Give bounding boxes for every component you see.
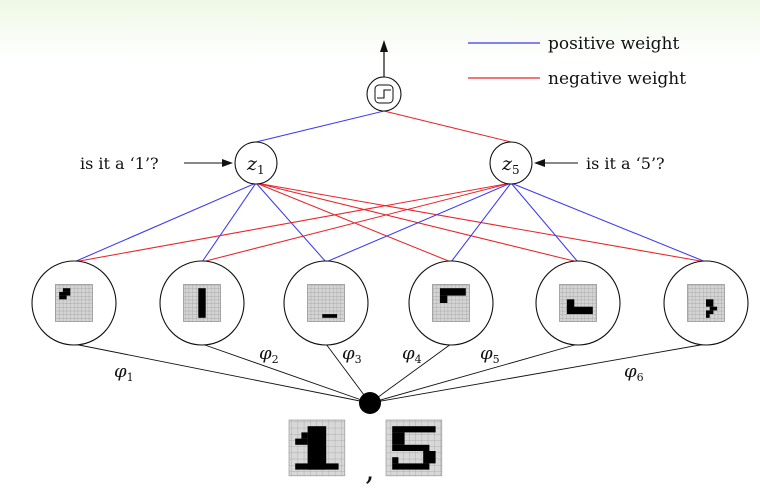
edge-z5-phi4	[450, 182, 512, 263]
annotation-z1-text: is it a ‘1’?	[80, 154, 159, 173]
phi-label-6: φ6	[624, 361, 644, 384]
feature-phi4	[408, 260, 494, 346]
edge-output-z5	[383, 110, 512, 143]
feature-phi1	[31, 260, 117, 346]
edge-input-phi4	[369, 343, 452, 404]
edge-z1-phi4	[255, 182, 452, 263]
legend-negative-label: negative weight	[548, 69, 686, 89]
phi-label-4: φ4	[402, 343, 422, 366]
legend: positive weight negative weight	[468, 34, 686, 89]
edge-z5-phi6	[510, 182, 707, 263]
edge-z1-phi5	[255, 182, 579, 263]
hidden-node-z5: z5	[489, 141, 533, 185]
vertical-bar-icon	[183, 284, 221, 322]
feature-phi2	[159, 260, 245, 346]
annotation-z5: is it a ‘5’?	[534, 154, 665, 173]
edge-z5-phi3	[325, 182, 512, 263]
bottom-left-corner-icon	[559, 284, 597, 322]
input-to-feature-edges	[73, 343, 707, 404]
input-node	[359, 392, 381, 414]
edge-input-phi2	[201, 343, 371, 404]
input-digit-1: 1	[288, 419, 346, 477]
z5-label: z5	[501, 153, 520, 177]
tick-stroke-icon	[55, 284, 93, 322]
phi-label-1: φ1	[114, 361, 134, 384]
hidden-layer-edges	[73, 182, 707, 263]
phi-label-3: φ3	[342, 343, 362, 366]
edge-z5-phi1	[73, 182, 512, 263]
feature-phi3	[283, 260, 369, 346]
edge-z5-phi2	[201, 182, 512, 263]
annotation-z5-text: is it a ‘5’?	[586, 154, 665, 173]
edge-input-phi6	[369, 343, 707, 404]
arrow-left-icon	[534, 159, 545, 167]
output-arrow	[380, 40, 388, 77]
edge-input-phi5	[369, 343, 579, 404]
edge-z1-phi1	[73, 182, 257, 263]
legend-positive-label: positive weight	[548, 34, 679, 54]
hidden-node-z1: z1	[234, 141, 278, 185]
input-digit-5: 5	[385, 419, 443, 477]
feature-phi6	[663, 260, 749, 346]
input-separator: ,	[365, 453, 375, 488]
edge-output-z1	[255, 110, 385, 143]
arrow-right-icon	[222, 159, 233, 167]
output-edges	[255, 110, 512, 143]
edge-z1-phi2	[201, 182, 257, 263]
z1-label: z1	[246, 153, 265, 177]
annotation-z1: is it a ‘1’?	[80, 154, 233, 173]
edge-input-phi1	[73, 343, 371, 404]
feature-layer	[31, 260, 749, 346]
underscore-icon	[307, 284, 345, 322]
input-digits: 15	[288, 419, 443, 477]
comma-stroke-icon	[687, 284, 725, 322]
output-node	[366, 76, 402, 112]
feature-phi5	[535, 260, 621, 346]
top-left-corner-icon	[432, 284, 470, 322]
feature-labels: φ1 φ2 φ3 φ4 φ5 φ6	[114, 343, 644, 384]
phi-label-5: φ5	[480, 343, 500, 366]
edge-z5-phi5	[510, 182, 579, 263]
edge-input-phi3	[325, 343, 371, 404]
step-function-icon	[374, 84, 394, 104]
phi-label-2: φ2	[259, 343, 279, 366]
